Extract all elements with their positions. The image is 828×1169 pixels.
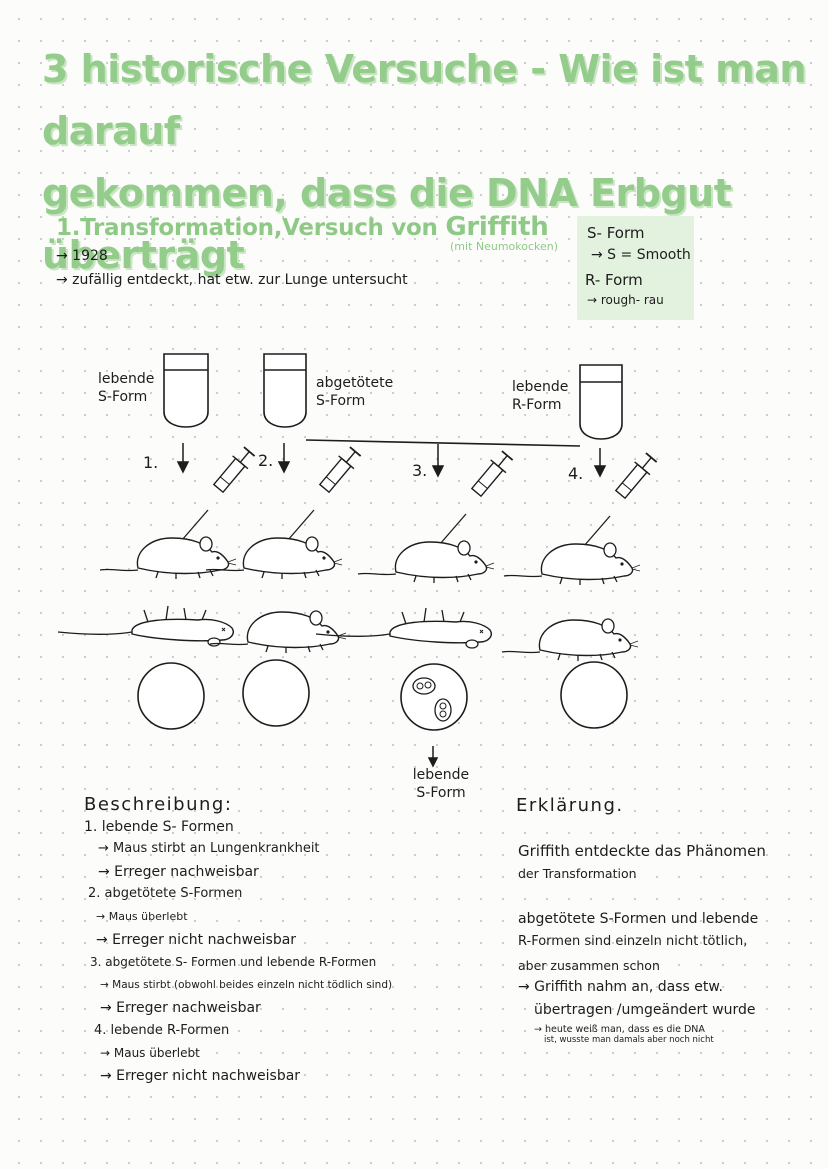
description-line: → Erreger nicht nachweisbar (100, 1068, 301, 1084)
tube-3-label-line-1: lebende (512, 379, 569, 395)
step-number-3: 3. (412, 461, 428, 480)
description-line: → Maus stirbt (obwohl beides einzeln nic… (100, 979, 393, 991)
tube-3-label-line-2: R-Form (512, 397, 562, 413)
explanation-note-line: → heute weiß man, dass es die DNA (534, 1024, 705, 1035)
step-number-2: 2. (258, 451, 274, 470)
mouse-dead-1 (57, 605, 234, 647)
form-legend-box: S- Form → S = Smooth R- Form → rough- ra… (577, 216, 694, 320)
page-title: 3 historische Versuche - Wie ist man dar… (42, 38, 812, 286)
step-number-4: 4. (568, 464, 584, 483)
explanation-line: Griffith entdeckte das Phänomen (518, 842, 766, 860)
explanation-line: aber zusammen schon (518, 958, 660, 973)
result-label-line-2: S-Form (416, 785, 466, 801)
syringe-3 (439, 448, 516, 545)
arrows (176, 443, 607, 768)
mouse-dead-3 (315, 607, 492, 649)
tube-2-label-line-2: S-Form (316, 393, 366, 409)
description-line: → Erreger nicht nachweisbar (96, 932, 297, 948)
s-form-label: S- Form (587, 224, 645, 242)
description-line: 2. abgetötete S-Formen (88, 886, 243, 901)
description-line: 4. lebende R-Formen (94, 1023, 230, 1038)
tube-2 (263, 353, 307, 428)
mouse-injected-4 (503, 542, 641, 586)
explanation-line: übertragen /umgeändert wurde (534, 1002, 756, 1018)
result-label: lebende S-Form (410, 766, 472, 802)
explanation-line: → Griffith nahm an, dass etw. (518, 979, 724, 995)
title-line-2: gekommen, dass die DNA Erbgut überträgt (42, 171, 732, 277)
r-form-label: R- Form (585, 271, 643, 289)
section-heading-name: Griffith (445, 212, 549, 242)
tube-1 (163, 353, 209, 428)
explanation-note-line: ist, wusste man damals aber noch nicht (544, 1035, 714, 1045)
petri-dish-1 (137, 662, 205, 730)
beschreibung-heading: Beschreibung: (84, 794, 233, 815)
bullet-discovery: → zufällig entdeckt, hat etw. zur Lunge … (56, 272, 408, 288)
explanation-line: abgetötete S-Formen und lebende (518, 911, 759, 927)
section-heading-text: 1.Transformation,Versuch von (56, 215, 438, 241)
bullet-year: → 1928 (56, 248, 108, 264)
mouse-alive-4 (501, 618, 639, 662)
step-number-1: 1. (143, 453, 159, 472)
description-line: → Maus stirbt an Lungenkrankheit (98, 841, 320, 856)
s-form-meaning: → S = Smooth (591, 247, 691, 263)
mouse-injected-2 (205, 536, 343, 580)
title-line-1: 3 historische Versuche - Wie ist man dar… (42, 47, 806, 153)
combine-line (305, 439, 581, 447)
experiment-diagram (57, 353, 660, 768)
explanation-line: der Transformation (518, 866, 637, 881)
description-line: → Maus überlebt (100, 1046, 200, 1060)
tube-2-label: abgetötete S-Form (316, 374, 393, 410)
tube-3-label: lebende R-Form (512, 378, 568, 414)
description-line: → Erreger nachweisbar (100, 1000, 261, 1016)
tube-2-label-line-1: abgetötete (316, 375, 394, 391)
erklaerung-heading: Erklärung. (516, 795, 624, 816)
tube-1-label: lebende S-Form (98, 370, 154, 406)
syringe-1 (181, 444, 258, 541)
petri-dish-2 (242, 659, 310, 727)
r-form-meaning: → rough- rau (587, 293, 664, 307)
description-line: → Maus überlebt (96, 910, 188, 923)
description-line: 3. abgetötete S- Formen und lebende R-Fo… (90, 955, 377, 969)
petri-dish-3 (400, 663, 468, 731)
result-label-line-1: lebende (412, 767, 470, 783)
petri-dish-4 (560, 661, 628, 729)
section-heading: 1.Transformation,Versuch von Griffith (56, 212, 549, 242)
tube-3 (579, 364, 623, 440)
description-line: → Erreger nachweisbar (98, 864, 259, 880)
mouse-injected-3 (357, 540, 495, 584)
syringe-2 (287, 444, 364, 541)
tube-1-label-line-1: lebende (98, 371, 155, 387)
explanation-line: R-Formen sind einzeln nicht tötlich, (518, 934, 748, 949)
section-note: (mit Neumokocken) (450, 240, 559, 253)
tube-1-label-line-2: S-Form (98, 389, 148, 405)
description-line: 1. lebende S- Formen (84, 819, 234, 835)
mouse-injected-1 (99, 536, 237, 580)
